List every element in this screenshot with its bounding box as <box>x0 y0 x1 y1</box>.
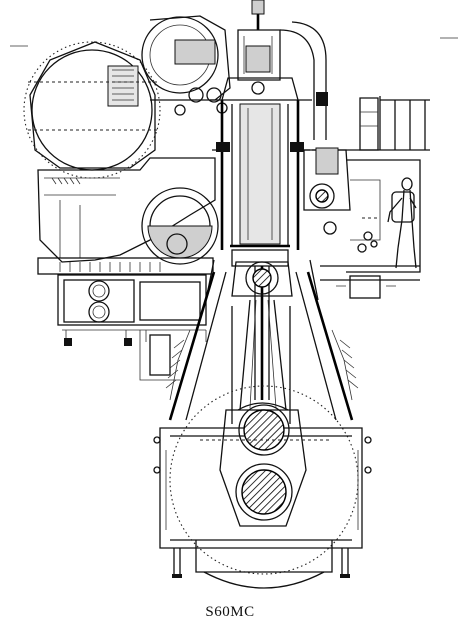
drawing-caption: S60MC <box>205 604 255 620</box>
auxiliary-blower-block <box>57 274 207 381</box>
exhaust-pipework <box>279 21 430 151</box>
turbocharger-housing <box>23 15 231 179</box>
cylinder-unit <box>210 0 312 267</box>
scavenge-air-receiver <box>37 157 219 275</box>
control-platform <box>303 147 421 299</box>
a-frame <box>165 271 359 424</box>
operator-figure <box>387 177 417 269</box>
crankshaft-bedplate <box>153 385 372 589</box>
connecting-rod <box>237 299 289 411</box>
frame-marks <box>10 37 458 47</box>
crosshead-assembly <box>205 259 319 400</box>
